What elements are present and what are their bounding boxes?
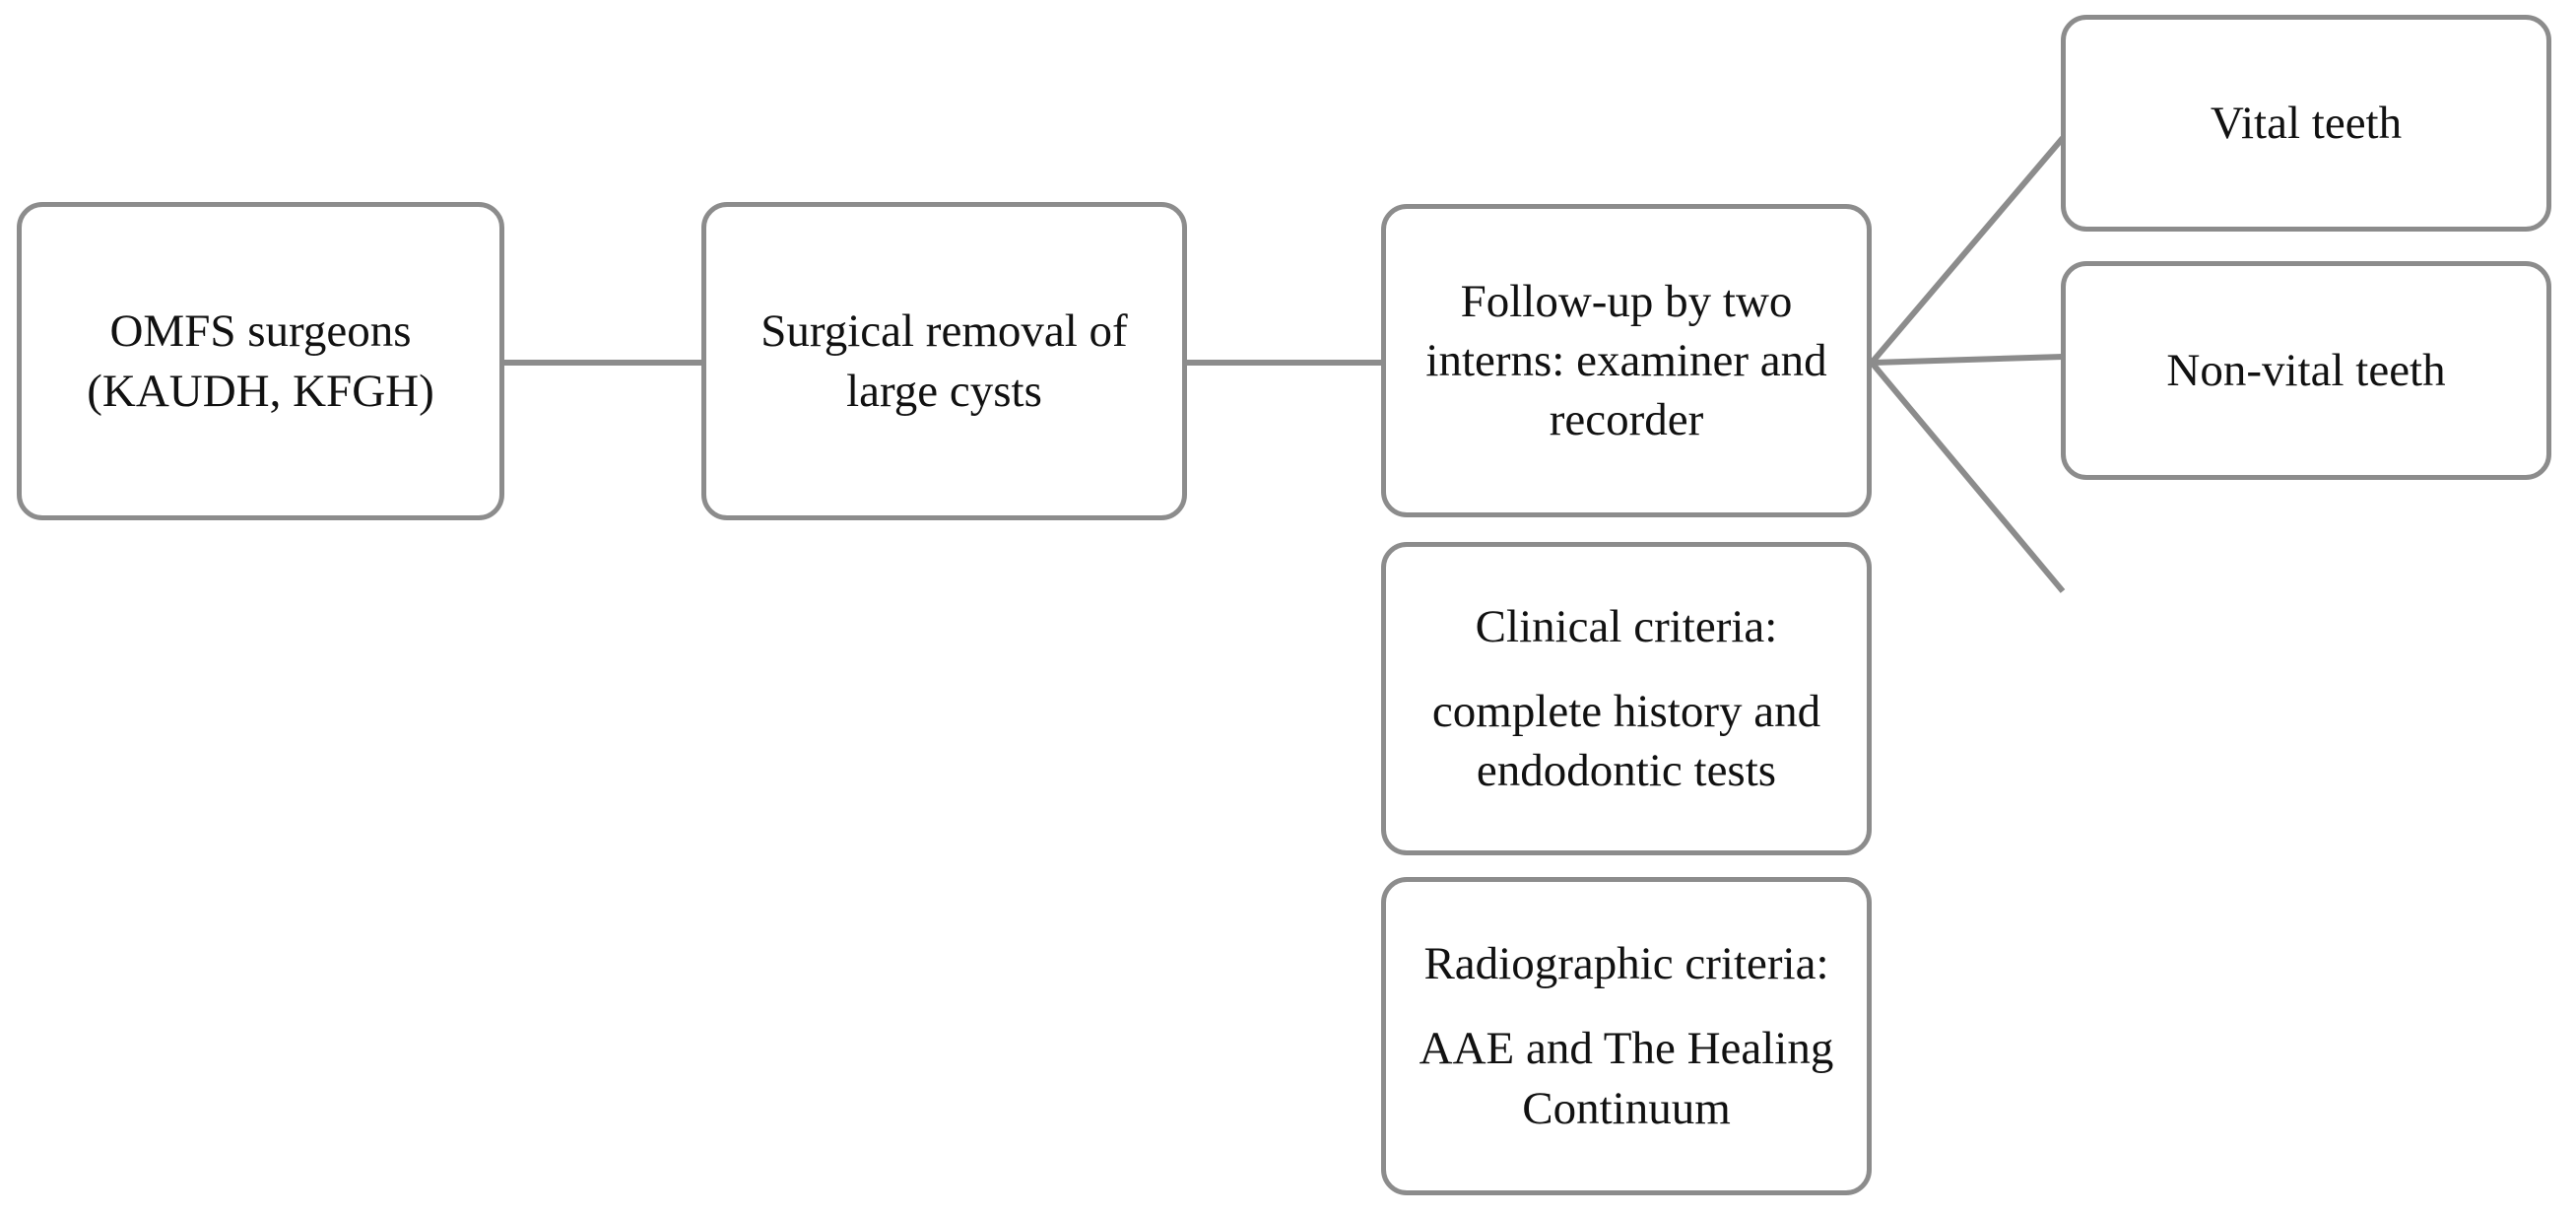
node-radiographic-criteria-detail: AAE and The Healing Continuum [1419, 1023, 1834, 1134]
node-clinical-criteria-detail: complete history and endodontic tests [1431, 685, 1821, 797]
node-follow-up[interactable]: Follow-up by two interns: examiner and r… [1381, 204, 1872, 517]
node-non-vital-teeth[interactable]: Non-vital teeth [2061, 261, 2551, 480]
node-vital-teeth-label: Vital teeth [2210, 97, 2403, 149]
node-radiographic-criteria-label: Radiographic criteria: [1423, 938, 1829, 990]
node-clinical-criteria[interactable]: Clinical criteria: complete history and … [1381, 542, 1872, 855]
node-vital-teeth[interactable]: Vital teeth [2061, 15, 2551, 232]
node-surgical-removal[interactable]: Surgical removal of large cysts [701, 202, 1187, 520]
edge-followup-to-nonvital-lower [1869, 361, 2066, 593]
edge-followup-to-vital [1869, 136, 2066, 365]
node-omfs-surgeons-label: OMFS surgeons (KAUDH, KFGH) [87, 305, 434, 417]
node-non-vital-teeth-label: Non-vital teeth [2166, 344, 2446, 396]
node-follow-up-label: Follow-up by two interns: examiner and r… [1425, 275, 1827, 446]
node-radiographic-criteria-content: Radiographic criteria: AAE and The Heali… [1420, 934, 1834, 1137]
node-omfs-surgeons[interactable]: OMFS surgeons (KAUDH, KFGH) [17, 202, 504, 520]
node-surgical-removal-label: Surgical removal of large cysts [760, 305, 1128, 417]
edge-followup-to-nonvital [1871, 354, 2064, 366]
node-clinical-criteria-label: Clinical criteria: [1475, 600, 1778, 652]
node-radiographic-criteria[interactable]: Radiographic criteria: AAE and The Heali… [1381, 877, 1872, 1195]
node-clinical-criteria-content: Clinical criteria: complete history and … [1432, 597, 1820, 800]
